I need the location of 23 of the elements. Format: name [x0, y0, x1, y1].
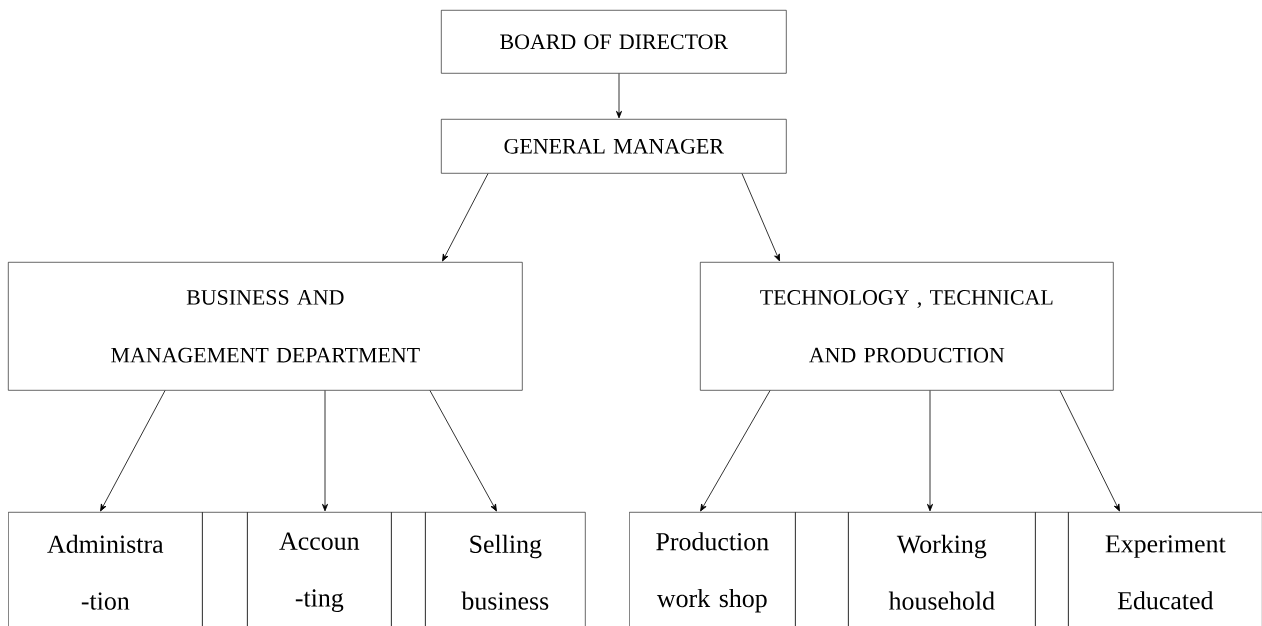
arrow — [1059, 390, 1120, 512]
arrow — [616, 73, 622, 119]
unit-box: Accoun -ting — [247, 512, 392, 626]
arrow — [322, 390, 328, 512]
arrow — [429, 390, 497, 512]
empty-cell — [202, 512, 248, 626]
department-box: TECHNOLOGY , TECHNICAL AND PRODUCTION — [700, 262, 1114, 391]
arrow — [741, 173, 780, 262]
position-box: GENERAL MANAGER — [441, 119, 787, 174]
unit-box: Working household — [848, 512, 1036, 626]
department-box: BUSINESS AND MANAGEMENT DEPARTMENT — [8, 262, 523, 391]
unit-box: Selling business — [425, 512, 586, 626]
unit-box: Production work shop — [629, 512, 796, 626]
empty-cell — [391, 512, 426, 626]
unit-box: Experiment Educated — [1068, 512, 1262, 626]
position-box: BOARD OF DIRECTOR — [441, 10, 787, 74]
unit-box: Administra -tion — [8, 512, 203, 626]
arrow — [100, 390, 166, 512]
arrow — [700, 390, 771, 512]
empty-cell — [1035, 512, 1069, 626]
arrow — [927, 390, 933, 512]
arrow — [442, 173, 489, 262]
empty-cell — [795, 512, 849, 626]
